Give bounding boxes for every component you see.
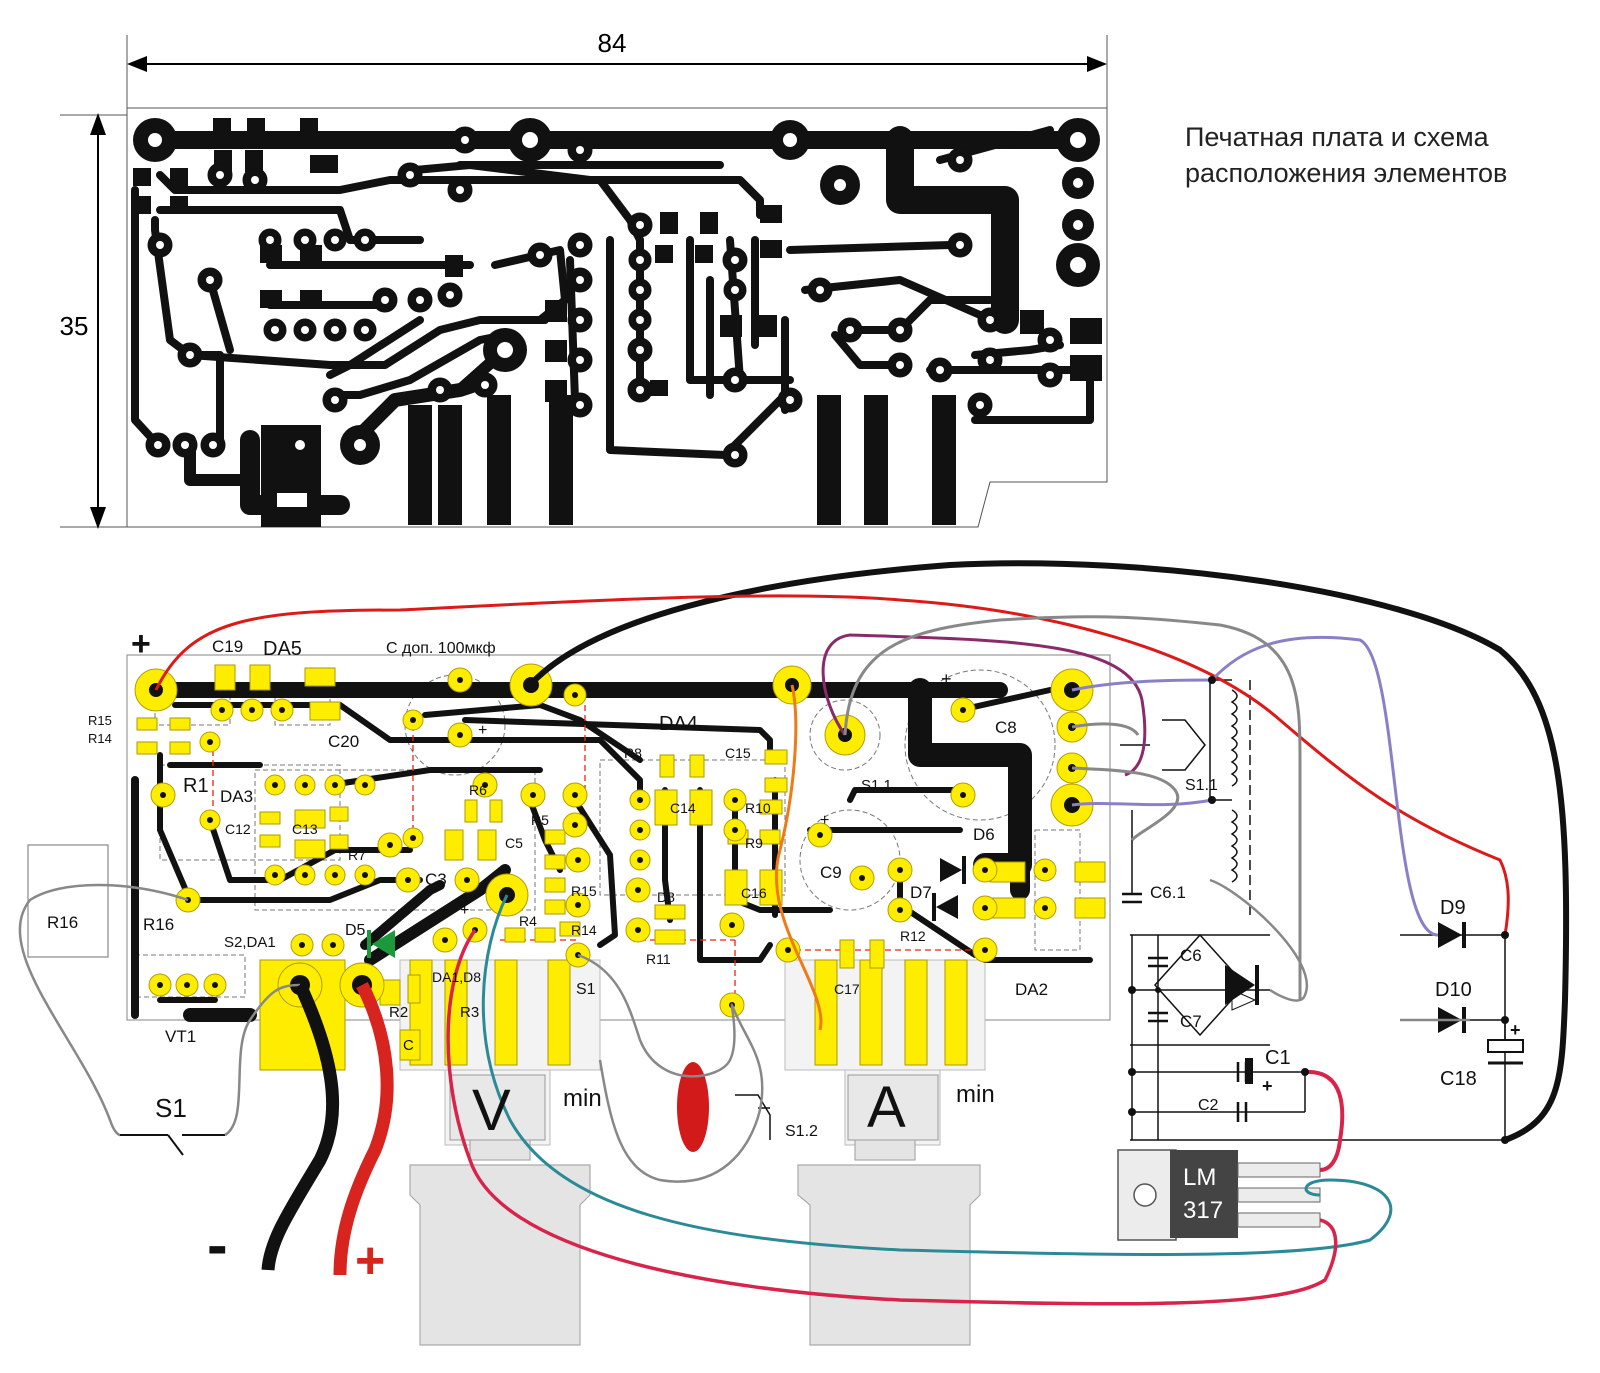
- label-s1-board: S1: [576, 981, 596, 998]
- label-317: 317: [1183, 1197, 1223, 1224]
- switch-s1-icon: [120, 1134, 225, 1156]
- label-c7: C7: [1180, 1012, 1202, 1031]
- label-d7: D7: [910, 883, 932, 902]
- label-min-v: min: [563, 1085, 602, 1112]
- label-c8: C8: [995, 718, 1017, 737]
- label-da5: DA5: [263, 638, 302, 660]
- label-da2: DA2: [1015, 980, 1048, 999]
- label-r10: R10: [745, 800, 771, 816]
- label-c-small: C: [403, 1037, 414, 1054]
- label-c2: C2: [1198, 1097, 1219, 1114]
- label-r16-box: R16: [47, 913, 78, 932]
- label-r3: R3: [460, 1004, 479, 1021]
- label-c13: C13: [292, 821, 318, 837]
- label-c14: C14: [670, 800, 696, 816]
- label-s1-2: S1.2: [785, 1123, 818, 1140]
- label-r1: R1: [183, 775, 209, 797]
- label-r8: R8: [624, 745, 642, 761]
- height-dimension: 35: [60, 311, 89, 341]
- label-c1: C1: [1265, 1047, 1291, 1069]
- label-a: A: [867, 1075, 906, 1140]
- label-r11: R11: [646, 951, 671, 967]
- label-plus-c9: +: [820, 812, 829, 829]
- label-plus-c1: +: [1262, 1076, 1273, 1096]
- label-c5: C5: [505, 835, 523, 851]
- diode-d5-icon: [372, 930, 395, 958]
- label-c9: C9: [820, 863, 842, 882]
- label-r2: R2: [389, 1004, 408, 1021]
- label-r12: R12: [900, 928, 926, 944]
- label-da3: DA3: [220, 787, 253, 806]
- label-d6: D6: [973, 825, 995, 844]
- label-r15-left: R15: [88, 713, 112, 728]
- label-r14: R14: [571, 922, 597, 938]
- caption-line-1: Печатная плата и схема: [1185, 122, 1490, 152]
- label-r9: R9: [745, 835, 763, 851]
- label-r7: R7: [348, 847, 366, 863]
- label-vt1: VT1: [165, 1027, 196, 1046]
- label-c-extra: С доп. 100мкф: [386, 640, 496, 657]
- label-c6-1: C6.1: [1150, 883, 1186, 902]
- red-indicator: [677, 1062, 709, 1152]
- label-c6: C6: [1180, 946, 1202, 965]
- label-s1-1-board: S1.1: [861, 777, 892, 794]
- label-c17: C17: [834, 981, 860, 997]
- label-r14-left: R14: [88, 731, 112, 746]
- caption-line-2: расположения элементов: [1185, 158, 1507, 188]
- label-plus-c18: +: [1510, 1020, 1521, 1040]
- label-v: V: [472, 1078, 511, 1143]
- label-plus-c20: +: [478, 722, 487, 739]
- label-c12: C12: [225, 821, 251, 837]
- diode-d7-icon: [932, 856, 966, 921]
- label-d5: D5: [345, 922, 366, 939]
- label-c19: C19: [212, 637, 243, 656]
- label-c20: C20: [328, 732, 359, 751]
- diode-icons: [1225, 922, 1466, 1033]
- label-c15: C15: [725, 745, 751, 761]
- label-d10: D10: [1435, 979, 1472, 1001]
- label-min-a: min: [956, 1081, 995, 1108]
- label-s2da1: S2,DA1: [224, 934, 276, 951]
- label-r15: R15: [571, 883, 597, 899]
- label-c16: C16: [741, 885, 767, 901]
- label-r4: R4: [519, 913, 537, 929]
- label-c3: C3: [425, 870, 447, 889]
- width-dimension: 84: [598, 28, 627, 58]
- label-lm: LM: [1183, 1164, 1216, 1191]
- label-minus-output: -: [207, 1211, 228, 1280]
- label-plus-output: +: [355, 1232, 385, 1290]
- label-r5: R5: [531, 812, 549, 828]
- pcb-layout: 84 35: [60, 28, 1507, 529]
- label-c18: C18: [1440, 1068, 1477, 1090]
- label-da4: DA4: [659, 713, 698, 735]
- label-plus-top: +: [131, 625, 151, 663]
- label-s1: S1: [155, 1093, 187, 1123]
- capacitor-icons: [1122, 892, 1248, 1122]
- label-plus-c3: +: [460, 902, 469, 919]
- label-plus-c8: +: [941, 669, 952, 689]
- label-d9: D9: [1440, 897, 1466, 919]
- label-d8: D8: [657, 889, 675, 905]
- label-r16: R16: [143, 915, 174, 934]
- label-s1-1-right: S1.1: [1185, 777, 1218, 794]
- assembly-layout: [18, 560, 1570, 1346]
- label-da1d8: DA1,D8: [432, 969, 481, 985]
- label-r6: R6: [469, 782, 487, 798]
